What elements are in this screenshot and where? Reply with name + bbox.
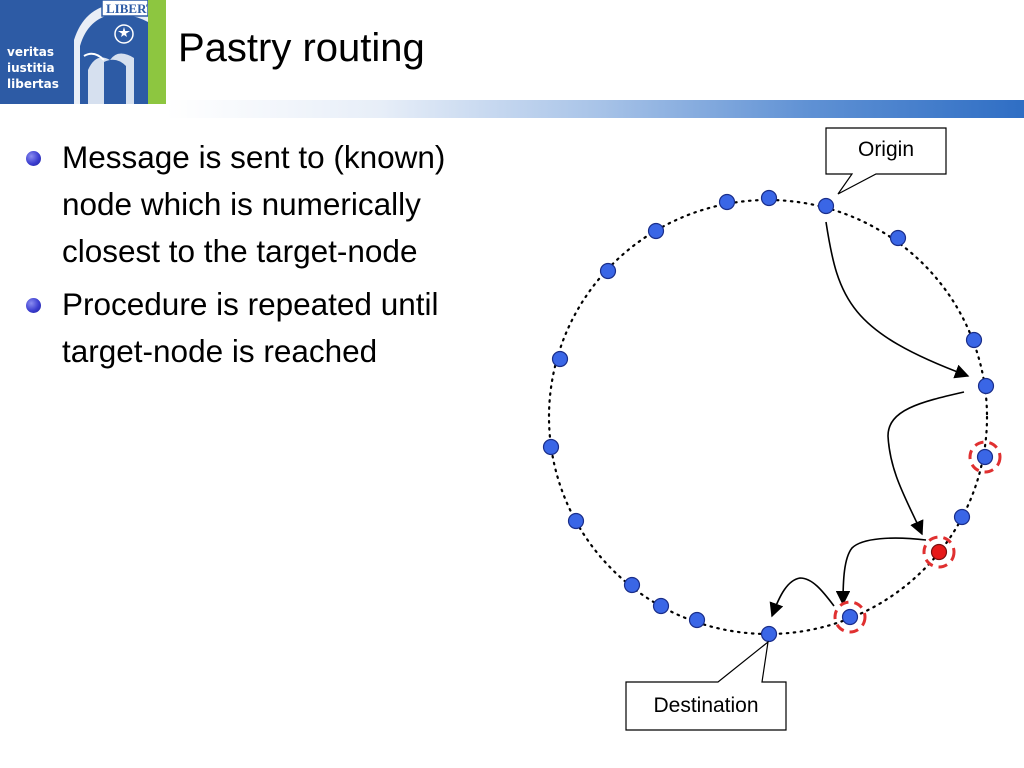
active-ring-node xyxy=(930,543,948,561)
bullet-dot-icon xyxy=(26,151,41,166)
highlight-ring xyxy=(833,600,867,634)
route-arrow xyxy=(887,391,965,536)
bullet-item: Procedure is repeated until target-node … xyxy=(24,281,464,375)
bullet-text: Message is sent to (known) node which is… xyxy=(62,139,446,269)
ring-node xyxy=(599,262,617,280)
svg-text:LIBERT: LIBERT xyxy=(106,1,148,16)
origin-label: Origin xyxy=(858,138,914,161)
ring-node xyxy=(953,508,971,526)
ring-node xyxy=(889,229,907,247)
logo-motto-line: libertas xyxy=(7,77,59,91)
ring-node xyxy=(976,448,994,466)
ring-path xyxy=(547,198,989,636)
bullet-item: Message is sent to (known) node which is… xyxy=(24,134,464,275)
title-gradient-bar xyxy=(166,100,1024,118)
logo-motto-line: veritas xyxy=(7,45,54,59)
ring-node xyxy=(567,512,585,530)
ring-node xyxy=(688,611,706,629)
ring-node xyxy=(841,608,859,626)
logo-motto-line: iustitia xyxy=(7,61,55,75)
ring-nodes xyxy=(542,189,995,643)
university-seal-icon: LIBERT xyxy=(74,0,148,104)
ring-node xyxy=(817,197,835,215)
route-arrow xyxy=(769,577,835,618)
route-arrow xyxy=(835,537,927,606)
ring-node xyxy=(977,377,995,395)
routing-arrows xyxy=(769,221,970,618)
destination-callout: Destination xyxy=(625,640,787,731)
logo-motto: veritas iustitia libertas xyxy=(7,44,67,92)
slide-title: Pastry routing xyxy=(178,26,425,70)
ring-node xyxy=(542,438,560,456)
bullet-text: Procedure is repeated until target-node … xyxy=(62,286,439,369)
ring-node xyxy=(965,331,983,349)
ring-node xyxy=(623,576,641,594)
bullet-list: Message is sent to (known) node which is… xyxy=(24,134,464,381)
ring-node xyxy=(647,222,665,240)
origin-callout-box xyxy=(825,127,947,195)
bullet-dot-icon xyxy=(26,298,41,313)
highlight-rings xyxy=(833,440,1002,634)
ring-node xyxy=(718,193,736,211)
route-arrow xyxy=(825,221,970,379)
destination-label: Destination xyxy=(653,694,758,717)
ring-node xyxy=(760,189,778,207)
origin-callout: Origin xyxy=(825,127,947,195)
university-logo: veritas iustitia libertas LIBERT xyxy=(0,0,166,104)
highlight-ring xyxy=(968,440,1002,474)
ring-node xyxy=(652,597,670,615)
highlight-ring xyxy=(922,535,956,569)
ring-node xyxy=(551,350,569,368)
destination-callout-box xyxy=(625,640,787,731)
ring-node xyxy=(760,625,778,643)
logo-accent-stripe xyxy=(147,0,166,104)
